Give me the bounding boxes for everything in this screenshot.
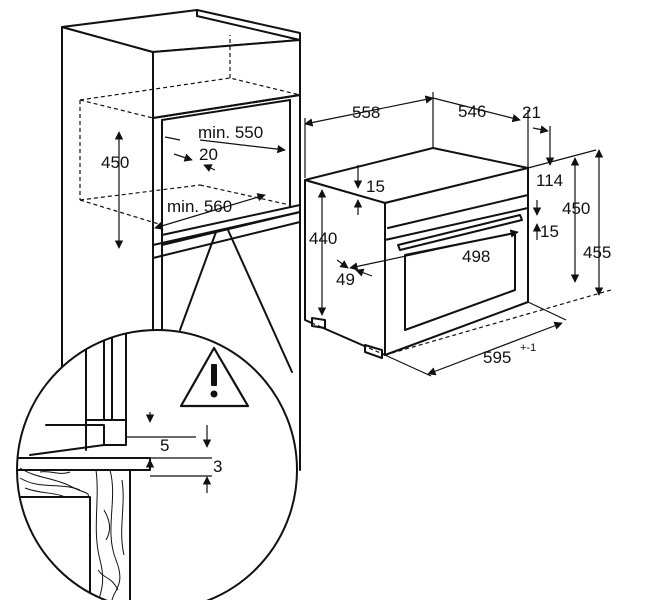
detail-callout: 5 3 xyxy=(16,229,298,600)
cabinet-top xyxy=(61,9,301,53)
label-min-560: min. 560 xyxy=(167,197,232,216)
dim-line-558 xyxy=(304,95,434,127)
label-detail-5: 5 xyxy=(160,436,169,455)
label-498: 498 xyxy=(462,247,490,266)
label-min-550: min. 550 xyxy=(198,123,263,142)
label-440: 440 xyxy=(309,229,337,248)
label-595-tolerance: +-1 xyxy=(520,342,536,354)
label-558: 558 xyxy=(352,103,380,122)
detail-circle xyxy=(16,329,298,600)
label-20: 20 xyxy=(199,145,218,164)
dim-line-546 xyxy=(432,97,521,123)
label-21: 21 xyxy=(522,103,541,122)
label-15-inner: 15 xyxy=(540,222,559,241)
label-595: 595 xyxy=(483,348,511,367)
label-detail-3: 3 xyxy=(213,457,222,476)
dim-line-595 xyxy=(427,321,563,376)
label-450-cabinet: 450 xyxy=(101,153,129,172)
label-455: 455 xyxy=(583,243,611,262)
warning-triangle-icon xyxy=(179,346,250,408)
dim-line-498 xyxy=(349,229,519,271)
oven: 558 546 21 15 440 114 450 455 15 498 xyxy=(304,92,611,377)
label-546: 546 xyxy=(458,102,486,121)
label-114: 114 xyxy=(536,171,563,190)
label-15-top: 15 xyxy=(366,177,385,196)
label-450-oven: 450 xyxy=(562,199,590,218)
dim-line-min-550 xyxy=(199,139,286,154)
dim-line-min-560 xyxy=(154,193,266,230)
label-49: 49 xyxy=(336,270,355,289)
oven-side xyxy=(304,179,386,356)
